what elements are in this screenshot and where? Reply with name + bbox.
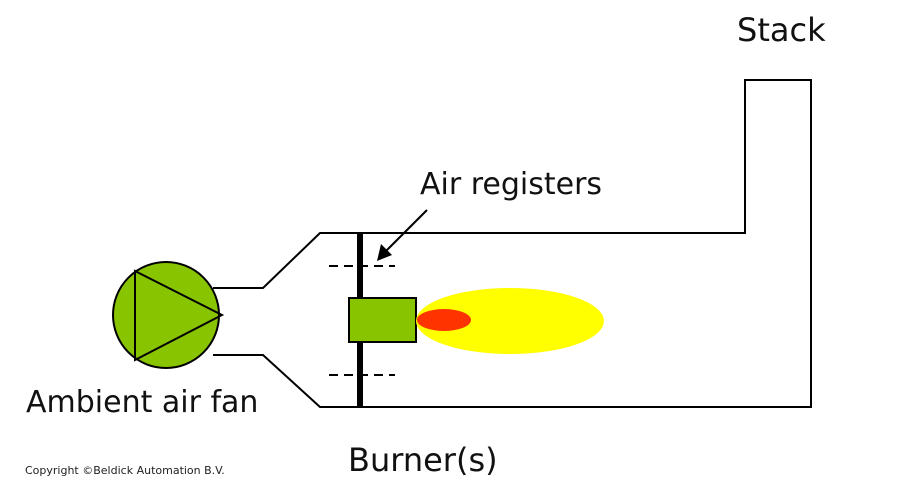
label-air-registers: Air registers [420,167,603,202]
flame-outer [416,288,604,354]
label-stack: Stack [737,11,826,49]
arrow-icon [377,209,428,261]
fan-pump-icon [112,261,225,369]
label-burners: Burner(s) [348,441,498,479]
flame-core [417,309,471,331]
arrow-head [377,244,392,261]
arrow-shaft [384,209,428,253]
copyright-text: Copyright ©Beldick Automation B.V. [25,464,225,477]
burner-block [348,297,417,343]
fan-triangle [134,269,225,362]
duct-outline [213,79,812,408]
label-ambient-air-fan: Ambient air fan [26,385,259,420]
fan-circle [112,261,220,369]
